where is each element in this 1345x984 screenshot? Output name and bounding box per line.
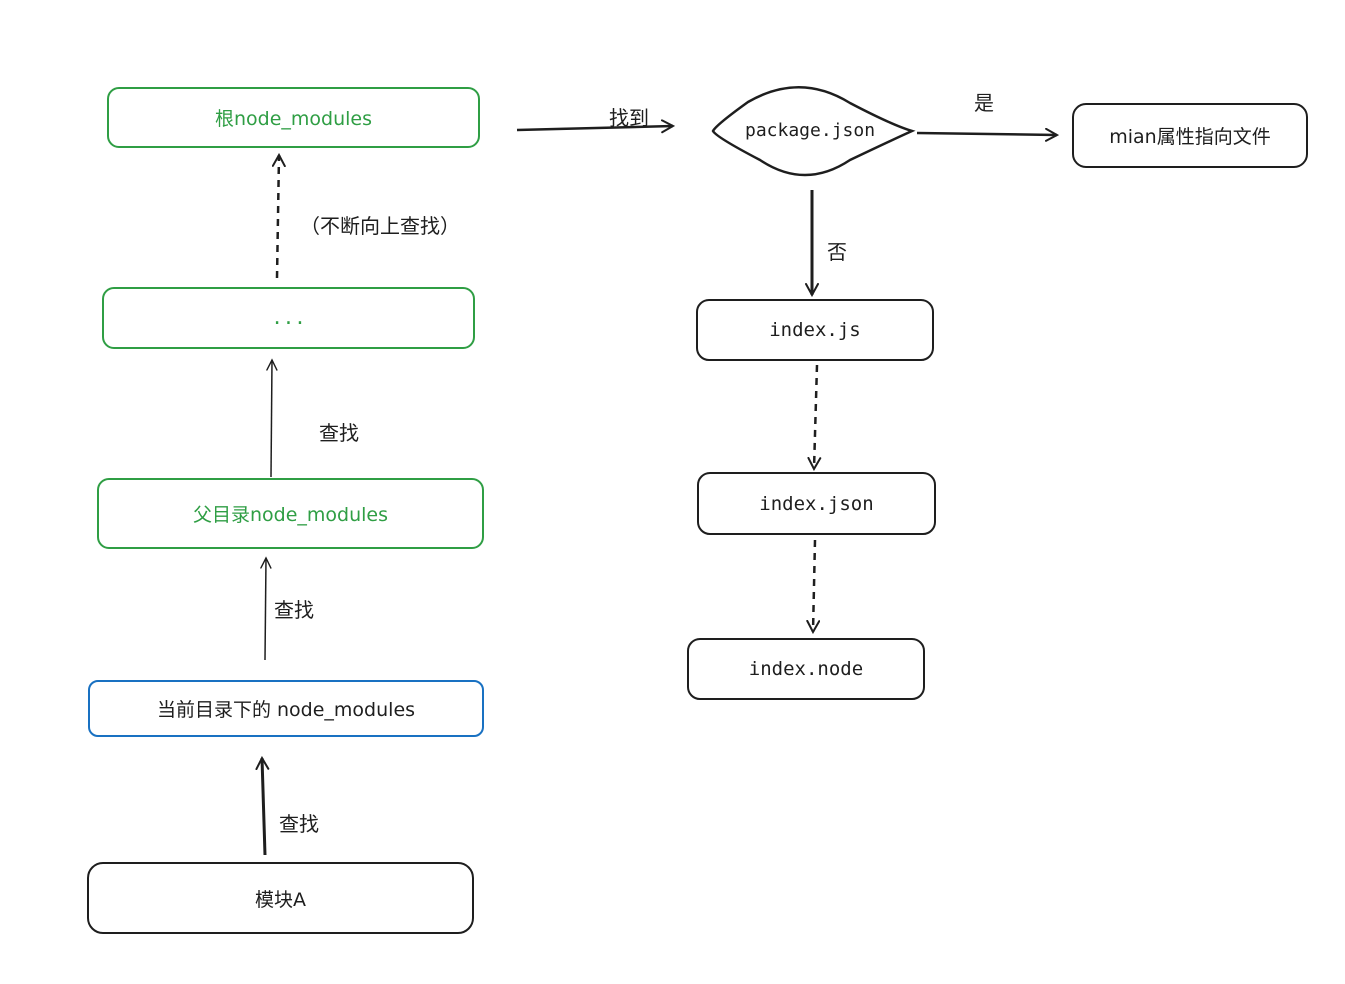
edge-package-to-main (916, 133, 1057, 135)
yes-label: 是 (974, 91, 994, 115)
module-a-box[interactable]: 模块A (87, 862, 474, 934)
current-node-modules-label: 当前目录下的 node_modules (156, 699, 416, 721)
no-label: 否 (827, 240, 847, 264)
package-json-diamond[interactable] (711, 86, 916, 177)
ellipsis-box[interactable]: ... (102, 287, 475, 349)
edge-root-to-package (516, 126, 673, 130)
edge-parent-to-ellipsis (266, 358, 278, 478)
edge-module-to-current (262, 758, 265, 856)
ellipsis-label: ... (271, 307, 306, 329)
index-json-box[interactable]: index.json (697, 472, 936, 535)
search-upward-label: （不断向上查找） (300, 214, 460, 238)
parent-node-modules-box[interactable]: 父目录node_modules (97, 478, 484, 549)
main-target-box[interactable]: mian属性指向文件 (1072, 103, 1308, 168)
index-node-box[interactable]: index.node (687, 638, 925, 700)
search-label-1: 查找 (279, 812, 319, 836)
package-json-label: package.json (745, 120, 876, 141)
index-node-label: index.node (748, 658, 864, 680)
search-label-2: 查找 (274, 598, 314, 622)
search-label-3: 查找 (319, 421, 359, 445)
edge-current-to-parent (260, 556, 272, 661)
root-node-modules-box[interactable]: 根node_modules (107, 87, 480, 148)
module-a-label: 模块A (255, 888, 306, 911)
edge-indexjs-to-indexjson (814, 364, 817, 469)
parent-node-modules-label: 父目录node_modules (192, 504, 389, 526)
found-label: 找到 (609, 106, 649, 130)
root-node-modules-label: 根node_modules (214, 108, 373, 130)
edge-indexjson-to-indexnode (813, 539, 815, 632)
index-json-label: index.json (759, 492, 874, 515)
index-js-box[interactable]: index.js (696, 299, 934, 361)
main-target-label: mian属性指向文件 (1109, 126, 1271, 148)
edge-ellipsis-to-root (277, 155, 279, 279)
index-js-label: index.js (769, 319, 861, 341)
current-node-modules-box[interactable]: 当前目录下的 node_modules (88, 680, 484, 737)
